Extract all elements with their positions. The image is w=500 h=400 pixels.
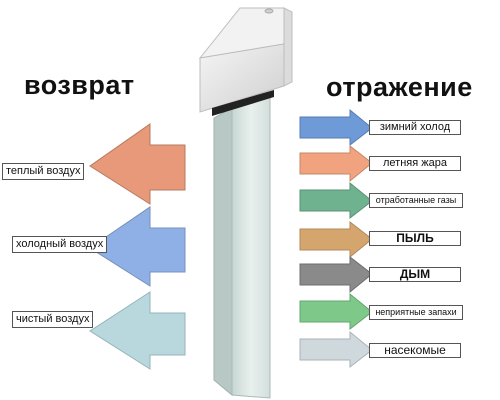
insects-arrow-icon <box>299 330 373 369</box>
clean-air-arrow-icon <box>89 291 186 370</box>
left-label-cold-air: холодный воздух <box>12 236 108 253</box>
left-label-clean-air: чистый воздух <box>12 311 94 328</box>
frame-screw-icon <box>264 8 274 14</box>
dust-arrow-icon <box>299 220 373 259</box>
summer-heat-arrow-icon <box>299 144 373 183</box>
left-label-warm-air: теплый воздух <box>2 163 85 180</box>
right-label-winter-cold: зимний холод <box>369 120 461 135</box>
right-label-bad-smells: неприятные запахи <box>369 305 463 320</box>
glass-side <box>213 107 233 397</box>
heading-reflection: отражение <box>326 72 473 102</box>
right-label-exhaust-gases: отработанные газы <box>369 193 463 208</box>
frame-slot <box>212 90 274 116</box>
right-label-summer-heat: летняя жара <box>369 156 461 171</box>
warm-air-arrow-icon <box>89 123 186 205</box>
cold-air-arrow-icon <box>89 206 186 287</box>
smoke-arrow-icon <box>299 255 373 294</box>
right-label-insects: насекомые <box>369 343 461 358</box>
right-label-dust: ПЫЛЬ <box>369 231 461 246</box>
glass-front <box>231 91 271 399</box>
winter-cold-arrow-icon <box>299 108 373 147</box>
frame-side <box>283 7 293 87</box>
heading-return: возврат <box>24 70 135 100</box>
exhaust-gases-arrow-icon <box>299 181 373 220</box>
right-label-smoke: ДЫМ <box>369 267 461 282</box>
bad-smells-arrow-icon <box>299 292 373 331</box>
